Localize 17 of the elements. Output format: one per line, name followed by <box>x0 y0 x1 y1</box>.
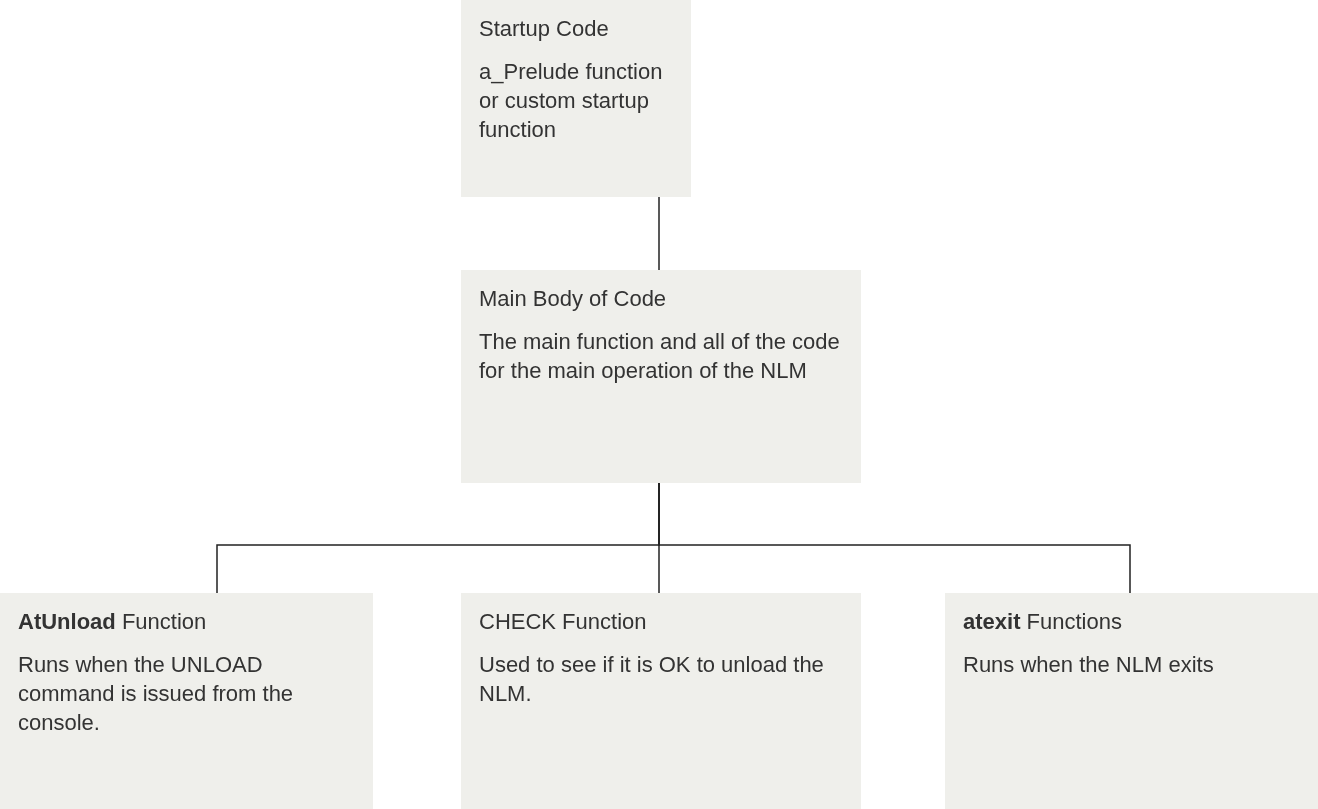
process-box <box>461 0 691 197</box>
box-description: Runs when the UNLOAD command is issued from the console. <box>18 651 295 737</box>
connector-line <box>658 196 660 271</box>
box-title: Main Body of Code <box>479 285 668 313</box>
box-title: Startup Code <box>479 15 610 43</box>
box-description: The main function and all of the code for the main operation of the NLM <box>479 328 841 385</box>
process-box <box>461 270 861 483</box>
box-description: a_Prelude function or custom startup function <box>479 58 664 144</box>
box-description: Runs when the NLM exits <box>963 651 1215 679</box>
process-box <box>945 593 1318 809</box>
connector-line <box>658 482 1131 594</box>
box-title: atexit Functions <box>963 608 1123 636</box>
process-box <box>461 593 861 809</box>
box-title: CHECK Function <box>479 608 648 636</box>
process-box <box>0 593 373 809</box>
box-description: Used to see if it is OK to unload the NLM. <box>479 651 825 708</box>
box-title: AtUnload Function <box>18 608 208 636</box>
